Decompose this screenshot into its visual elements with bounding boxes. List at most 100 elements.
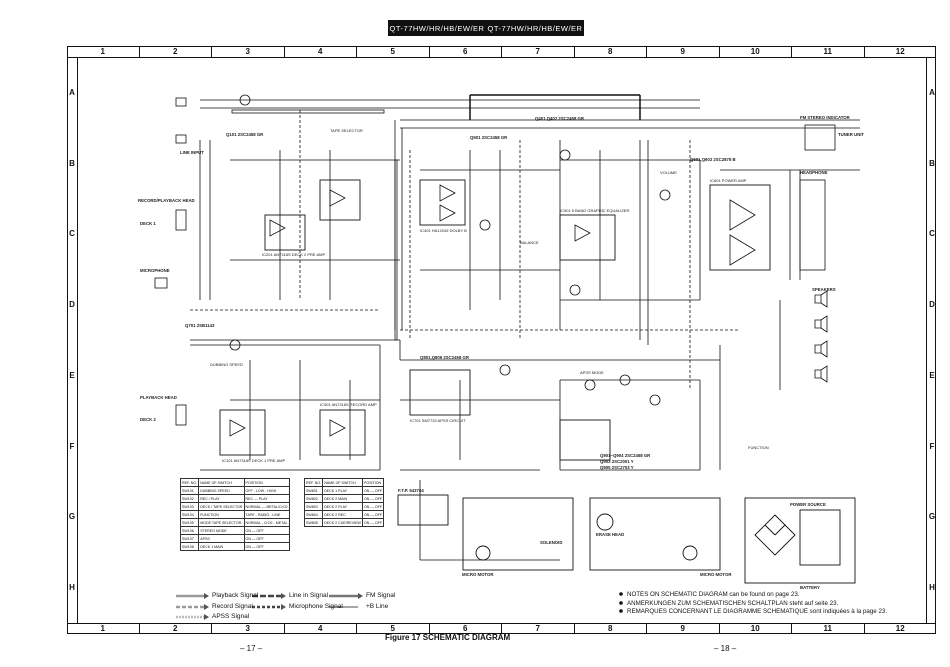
table-cell: SW801 bbox=[303, 486, 324, 495]
table-cell: SW103 bbox=[179, 502, 200, 511]
col-label: 6 bbox=[430, 47, 502, 57]
model-banner: QT-77HW/HR/HB/EW/ER QT-77HW/HR/HB/EW/ER bbox=[388, 20, 584, 36]
table-cell: ON — OFF bbox=[361, 510, 385, 519]
note-line: REMARQUES CONCERNANT LE DIAGRAMME SCHEMA… bbox=[627, 608, 888, 616]
table-cell: ON — OFF bbox=[243, 534, 290, 543]
legend-b-line: +B Line bbox=[366, 603, 389, 610]
col-label: 2 bbox=[140, 47, 212, 57]
table-cell: SW107 bbox=[179, 534, 200, 543]
legend-line-in: Line in Signal bbox=[289, 592, 329, 599]
row-label: E bbox=[69, 370, 75, 380]
ic-label: IC601 POWER AMP bbox=[710, 178, 747, 183]
table-cell: ON — OFF bbox=[243, 526, 290, 535]
table-cell: SW108 bbox=[179, 542, 200, 551]
transistor-label: Q601,Q602 2SC2878 B bbox=[690, 157, 736, 162]
column-index-top: 1 2 3 4 5 6 7 8 9 10 11 12 bbox=[67, 47, 936, 58]
table-cell: DUBBING SPEED bbox=[198, 486, 245, 495]
row-label: A bbox=[69, 87, 75, 97]
table-cell: SW805 bbox=[303, 518, 324, 527]
model-label-left: QT-77HW/HR/HB/EW/ER bbox=[389, 23, 485, 33]
head-label: RECORD/PLAYBACK HEAD bbox=[138, 198, 195, 203]
table-cell: NORMAL — METAL/CrO2 bbox=[243, 502, 290, 511]
table-cell: SW101 bbox=[179, 486, 200, 495]
col-label: 8 bbox=[575, 624, 647, 634]
model-label-right: QT-77HW/HR/HB/EW/ER bbox=[487, 23, 583, 33]
col-label: 4 bbox=[285, 624, 357, 634]
schematic-notes: NOTES ON SCHEMATIC DIAGRAM can be found … bbox=[627, 591, 887, 617]
table-cell: APSS bbox=[198, 534, 245, 543]
row-label: C bbox=[69, 229, 75, 239]
table-cell: SW803 bbox=[303, 502, 324, 511]
line-input-label: LINE INPUT bbox=[180, 150, 204, 155]
row-label: E bbox=[929, 370, 935, 380]
transistor-label: Q801,Q806 2SC2458 GR bbox=[420, 355, 469, 360]
table-cell: ON — OFF bbox=[361, 518, 385, 527]
tuner-label: TUNER UNIT bbox=[838, 132, 865, 137]
note-line: ANMERKUNGEN ZUM SCHEMATISCHEN SCHALTPLAN… bbox=[627, 599, 839, 607]
table-header: NAME OF SWITCH bbox=[322, 478, 363, 487]
table-cell: STEREO MODE bbox=[198, 526, 245, 535]
legend-fm: FM Signal bbox=[366, 592, 396, 599]
ic-label: IC101 AN7318S DECK 1 PRE AMP bbox=[222, 458, 286, 463]
function-label: FUNCTION bbox=[748, 445, 769, 450]
table-cell: DECK / TAPE SELECTOR bbox=[198, 502, 245, 511]
ic-label: IC301 AN7318S RECORD AMP bbox=[320, 402, 377, 407]
solenoid-label: SOLENOID bbox=[540, 540, 563, 545]
headphone-label: HEADPHONE bbox=[800, 170, 828, 175]
table-cell: MODE TAPE SELECTOR bbox=[198, 518, 245, 527]
table-cell: ON — OFF bbox=[361, 494, 385, 503]
page-number-left: – 17 – bbox=[240, 644, 263, 653]
table-cell: DECK 2 PLAY bbox=[322, 502, 363, 511]
fm-indicator-label: FM STEREO INDICATOR bbox=[800, 115, 850, 120]
deck-label: DECK 2 bbox=[140, 417, 156, 422]
legend-record: Record Signal bbox=[212, 603, 253, 610]
transistor-label: Q903 2SC2001 Y bbox=[600, 459, 634, 464]
table-header: POSITION bbox=[361, 478, 385, 487]
volume-label: VOLUME bbox=[660, 170, 677, 175]
dubbing-speed-label: DUBBING SPEED bbox=[210, 362, 243, 367]
col-label: 12 bbox=[895, 624, 905, 633]
figure-caption: Figure 17 SCHEMATIC DIAGRAM bbox=[385, 633, 511, 642]
col-label: 5 bbox=[357, 47, 430, 57]
col-label: 2 bbox=[140, 624, 212, 634]
table-cell: REC / PLAY bbox=[198, 494, 245, 503]
ftp-label: F.T.P. 543704 bbox=[398, 488, 424, 493]
col-label: 11 bbox=[792, 47, 865, 57]
balance-label: BALANCE bbox=[520, 240, 539, 245]
row-label: G bbox=[928, 512, 936, 522]
table-cell: SW102 bbox=[179, 494, 200, 503]
row-label: B bbox=[69, 158, 75, 168]
table-cell: SW106 bbox=[179, 526, 200, 535]
row-label: D bbox=[929, 300, 935, 310]
table-cell: SW105 bbox=[179, 518, 200, 527]
ic-label: IC201 AN7318S DECK 2 PRE AMP bbox=[262, 252, 326, 257]
col-label: 5 bbox=[357, 624, 430, 634]
table-header: POSITION bbox=[243, 478, 290, 487]
row-label: F bbox=[69, 441, 75, 451]
table-cell: TAPE - RADIO - LINE bbox=[243, 510, 290, 519]
table-cell: SW802 bbox=[303, 494, 324, 503]
table-cell: DECK 1 PLAY bbox=[322, 486, 363, 495]
transistor-label: Q101 2SC2458 GR bbox=[226, 132, 264, 137]
table-cell: NORMAL - CrO2 - METAL bbox=[243, 518, 290, 527]
col-label: 11 bbox=[792, 624, 865, 634]
table-cell: ON — OFF bbox=[243, 542, 290, 551]
col-label: 4 bbox=[285, 47, 357, 57]
col-label: 12 bbox=[895, 47, 905, 56]
erase-head-label: ERASE HEAD bbox=[596, 532, 625, 537]
row-index-left: A B C D E F G H bbox=[67, 57, 78, 623]
col-label: 7 bbox=[502, 47, 575, 57]
head-label: PLAYBACK HEAD bbox=[140, 395, 177, 400]
table-header: NAME OF SWITCH bbox=[198, 478, 245, 487]
